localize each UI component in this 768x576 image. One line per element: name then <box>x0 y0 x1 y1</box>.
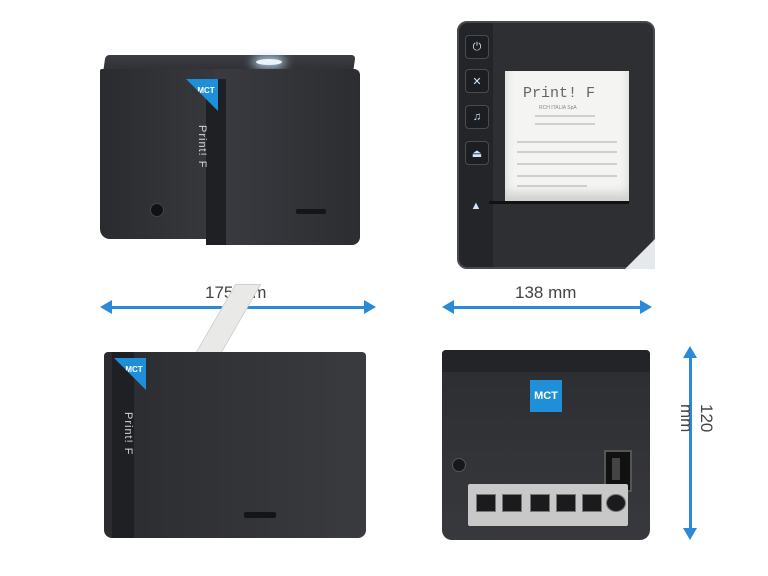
receipt-line <box>517 141 617 143</box>
model-label: Print! F <box>122 412 134 456</box>
drawer-slot <box>296 209 326 214</box>
ethernet-port[interactable] <box>502 494 522 512</box>
receipt-line <box>517 185 587 187</box>
logo-corner <box>625 239 655 269</box>
printer-top-view: ⏻ ✕ ♫ ⏏ ▲ Print! F RCH ITALIA SpA <box>457 21 655 269</box>
power-port[interactable] <box>606 494 626 512</box>
printer-brand-strip <box>112 352 134 538</box>
height-dimension-label: 120 mm <box>677 404 716 433</box>
brand-logo: MCT <box>530 380 562 412</box>
printer-perspective-view: MCT Print! F <box>96 55 360 245</box>
drawer-slot <box>244 512 276 518</box>
x-icon[interactable]: ✕ <box>465 69 489 93</box>
status-light <box>256 59 282 65</box>
power-icon[interactable]: ⏻ <box>465 35 489 59</box>
eject-icon[interactable]: ⏏ <box>465 141 489 165</box>
depth-arrow <box>442 300 652 314</box>
usb-port[interactable] <box>476 494 496 512</box>
receipt-line <box>535 123 595 125</box>
drawer-port[interactable] <box>556 494 576 512</box>
printer-brand-strip <box>206 79 226 245</box>
receipt-line <box>517 151 617 153</box>
printer-side-face <box>214 69 360 245</box>
printer-back-view: MCT <box>442 350 650 540</box>
display-port[interactable] <box>582 494 602 512</box>
receipt-title: Print! F <box>523 85 596 102</box>
jack-hole <box>150 203 164 217</box>
serial-port[interactable] <box>530 494 550 512</box>
receipt-line <box>535 115 595 117</box>
receipt-line <box>517 163 617 165</box>
depth-dimension-label: 138 mm <box>515 283 577 302</box>
height-arrow <box>683 346 697 540</box>
up-arrow-icon[interactable]: ▲ <box>470 200 482 212</box>
receipt-paper: Print! F RCH ITALIA SpA <box>505 71 629 201</box>
paper-exit-slot <box>489 201 629 204</box>
port-panel <box>468 484 628 526</box>
screw <box>452 458 466 472</box>
receipt-line <box>517 175 617 177</box>
printer-side-view: MCT Print! F <box>104 352 366 538</box>
printer-back-top <box>442 350 650 372</box>
model-label: Print! F <box>196 125 208 169</box>
receipt-company: RCH ITALIA SpA <box>539 105 577 111</box>
music-icon[interactable]: ♫ <box>465 105 489 129</box>
